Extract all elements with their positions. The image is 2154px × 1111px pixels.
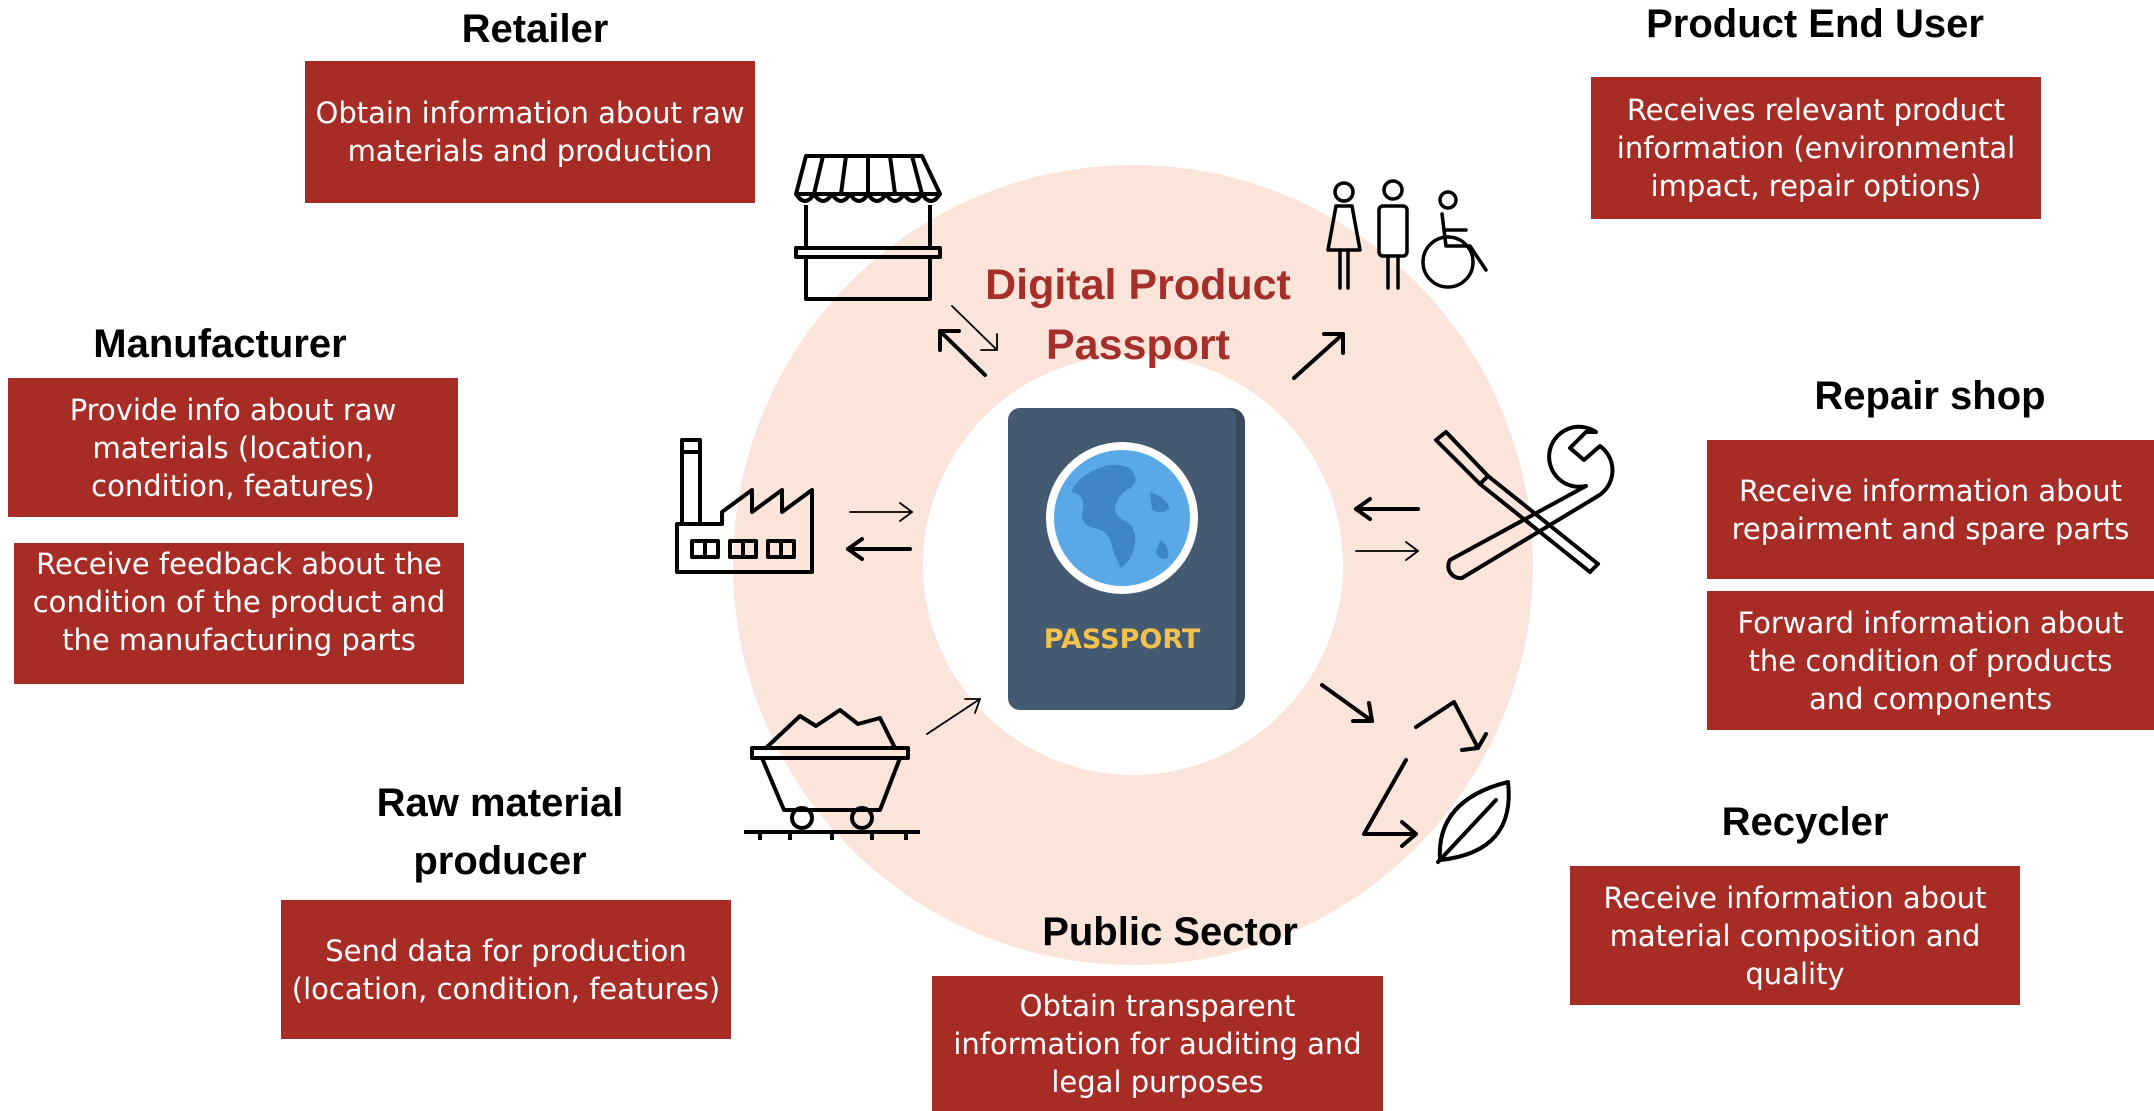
retailer-box-text: Obtain information about raw materials a…	[315, 96, 745, 168]
public-sector-box: Obtain transparent information for audit…	[932, 976, 1383, 1111]
retailer-title: Retailer	[461, 7, 609, 51]
raw-material-title-line2: producer	[413, 839, 587, 883]
recycler-box: Receive information about material compo…	[1570, 866, 2020, 1005]
arrow-end-user	[1292, 332, 1345, 380]
manufacturer-box-provide: Provide info about raw materials (locati…	[8, 378, 458, 517]
recycle-leaf-icon	[1362, 700, 1511, 864]
end-user-box-text: Receives relevant product information (e…	[1616, 93, 2016, 203]
repair-shop-box-receive: Receive information about repairment and…	[1707, 440, 2154, 579]
ring	[733, 165, 1533, 965]
arrow-manufacturer-out	[846, 537, 912, 561]
center-title-line2: Passport	[1045, 321, 1230, 369]
manufacturer-title: Manufacturer	[93, 322, 347, 366]
passport-icon	[1008, 408, 1245, 710]
arrow-repair-out	[1354, 497, 1420, 521]
manufacturer-box-provide-text: Provide info about raw materials (locati…	[69, 392, 397, 503]
mine-cart-icon	[744, 708, 920, 840]
end-user-title: Product End User	[1646, 2, 1984, 46]
recycler-box-text: Receive information about material compo…	[1603, 880, 1987, 991]
arrow-repair-in	[1355, 541, 1419, 561]
public-sector-box-text: Obtain transparent information for audit…	[953, 988, 1362, 1099]
repair-shop-box-forward: Forward information about the condition …	[1707, 591, 2154, 730]
factory-icon	[675, 438, 814, 574]
wrench-screwdriver-icon	[1434, 424, 1615, 581]
manufacturer-box-feedback-text: Receive feedback about the condition of …	[32, 547, 446, 657]
repair-shop-box-forward-text: Forward information about the condition …	[1737, 605, 2124, 716]
center-title-line1: Digital Product	[985, 261, 1291, 309]
repair-shop-box-receive-text: Receive information about repairment and…	[1731, 473, 2130, 546]
arrow-retailer-in	[951, 305, 998, 351]
raw-material-title-line1: Raw material	[376, 781, 624, 825]
end-user-box: Receives relevant product information (e…	[1591, 77, 2041, 219]
arrows	[846, 305, 1420, 735]
arrow-manufacturer-in	[849, 502, 913, 522]
raw-material-box-text: Send data for production (location, cond…	[291, 933, 721, 1006]
arrow-raw-material	[926, 698, 981, 735]
public-sector-title: Public Sector	[1042, 910, 1298, 954]
repair-shop-title: Repair shop	[1814, 374, 2046, 418]
recycler-title: Recycler	[1721, 800, 1889, 844]
passport-label: PASSPORT	[1043, 624, 1201, 655]
people-accessibility-icon	[1326, 179, 1488, 290]
arrow-recycler	[1320, 683, 1374, 723]
manufacturer-box-feedback: Receive feedback about the condition of …	[14, 543, 464, 684]
retailer-box: Obtain information about raw materials a…	[305, 61, 755, 203]
arrow-retailer-out	[938, 329, 987, 377]
raw-material-box: Send data for production (location, cond…	[281, 900, 731, 1039]
market-stall-icon	[794, 154, 942, 301]
